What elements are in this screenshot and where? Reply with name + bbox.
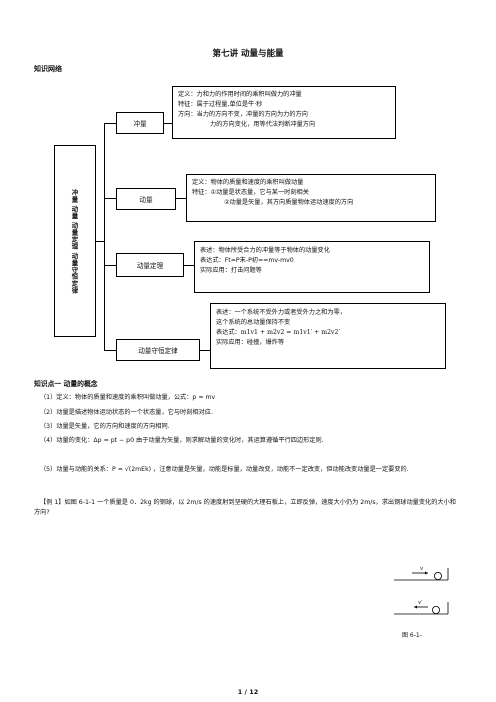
knowledge-item-2: （2）动量是描述物体运动状态的一个状态量，它与时刻相对应. bbox=[40, 409, 213, 416]
trunk-line bbox=[96, 241, 104, 242]
branch-line-4 bbox=[104, 350, 116, 351]
node-impulse-label: 冲量 bbox=[133, 120, 147, 128]
branch-line-3 bbox=[104, 265, 116, 266]
detail-impulse: 定义：力和力的作用时间的乘积叫做力的冲量 特征：属于过程量,单位是牛·秒 方向：… bbox=[172, 86, 396, 139]
velocity-label-bottom: v′ bbox=[418, 600, 423, 606]
figure-caption: 图 6-1- bbox=[402, 632, 422, 639]
branch-line-2 bbox=[104, 198, 116, 199]
ball-top bbox=[434, 571, 443, 580]
detail-theorem-line-1: 表述：物体所受合力的冲量等于物体的动量变化 bbox=[200, 247, 330, 254]
arrow-head-top bbox=[425, 571, 428, 575]
velocity-label-top: v bbox=[420, 566, 424, 572]
detail-impulse-line-1: 定义：力和力的作用时间的乘积叫做力的冲量 bbox=[178, 91, 302, 98]
detail-conservation-line-1: 表述：一个系统不受外力或者受外力之和为零， bbox=[216, 309, 346, 316]
detail-theorem-line-2: 表达式：Ft=P末-P初==mv-mv0 bbox=[200, 257, 294, 264]
knowledge-item-4: （4）动量的变化：Δp = pt − p0 由于动量为矢量，则求解动量的变化时，… bbox=[40, 437, 324, 444]
connector-1 bbox=[164, 123, 172, 124]
detail-momentum: 定义：物体的质量和速度的乘积叫做动量 特征：①动量是状态量，它与某一时刻相关 ②… bbox=[186, 174, 436, 222]
branch-line-1 bbox=[104, 123, 116, 124]
detail-theorem-line-3: 实际应用：打击问题等 bbox=[200, 267, 262, 274]
detail-conservation: 表述：一个系统不受外力或者受外力之和为零， 这个系统的总动量保持不变 表达式：m… bbox=[210, 303, 446, 369]
root-label: 冲量 动量 动量定理 动量守恒定律 bbox=[70, 188, 79, 294]
detail-momentum-line-1: 定义：物体的质量和速度的乘积叫做动量 bbox=[192, 179, 304, 186]
ball-bottom bbox=[432, 606, 441, 615]
node-conservation-label: 动量守恒定律 bbox=[138, 347, 178, 355]
detail-momentum-line-3: ②动量是矢量，其方向质量物体运动速度的方向 bbox=[224, 199, 354, 206]
node-momentum-label: 动量 bbox=[139, 196, 153, 204]
detail-momentum-line-2: 特征：①动量是状态量，它与某一时刻相关 bbox=[192, 189, 309, 196]
node-theorem-label: 动量定理 bbox=[136, 262, 164, 270]
connector-4 bbox=[200, 350, 210, 351]
node-theorem: 动量定理 bbox=[116, 253, 184, 277]
detail-conservation-line-4: 实际应用：碰撞，爆炸等 bbox=[216, 339, 285, 346]
page-number: 1 / 12 bbox=[237, 688, 259, 696]
node-impulse: 冲量 bbox=[116, 112, 164, 134]
knowledge-heading: 知识点一 动量的概念 bbox=[34, 380, 98, 388]
connector-2 bbox=[176, 198, 186, 199]
detail-theorem: 表述：物体所受合力的冲量等于物体的动量变化 表达式：Ft=P末-P初==mv-m… bbox=[194, 241, 430, 293]
knowledge-item-1: （1）定义：物体的质量和速度的乘积叫做动量，公式：p = mv bbox=[40, 394, 216, 401]
connector-3 bbox=[184, 265, 194, 266]
detail-impulse-line-4: 力的方向变化，用等代法判断冲量方向 bbox=[210, 121, 316, 128]
concept-map-root: 冲量 动量 动量定理 动量守恒定律 bbox=[54, 145, 96, 337]
section-heading: 知识网络 bbox=[34, 65, 62, 73]
page-title: 第七讲 动量与能量 bbox=[212, 49, 284, 59]
spine-line bbox=[104, 123, 105, 350]
detail-conservation-line-3: 表达式：m1v1 + m2v2 = m1v1′ + m2v2′ bbox=[216, 329, 340, 336]
ball-bounce-diagram bbox=[394, 568, 449, 615]
detail-impulse-line-2: 特征：属于过程量,单位是牛·秒 bbox=[178, 101, 263, 108]
knowledge-item-5: （5）动量与动能的关系：P = √(2mEk) ，注意动量是矢量，动能是标量，动… bbox=[40, 466, 409, 473]
detail-impulse-line-3: 方向：当力的方向不变，冲量的方向为力的方向 bbox=[178, 111, 308, 118]
arrow-head-bottom bbox=[414, 605, 417, 609]
node-momentum: 动量 bbox=[116, 188, 176, 210]
detail-conservation-line-2: 这个系统的总动量保持不变 bbox=[216, 319, 291, 326]
example-text: 【例 1】如图 6-1-1 一个质量是 0．2kg 的钢球，以 2m/s 的速度… bbox=[34, 499, 456, 516]
knowledge-item-3: （3）动量是矢量，它的方向和速度的方向相同. bbox=[40, 423, 170, 430]
node-conservation: 动量守恒定律 bbox=[116, 339, 200, 361]
